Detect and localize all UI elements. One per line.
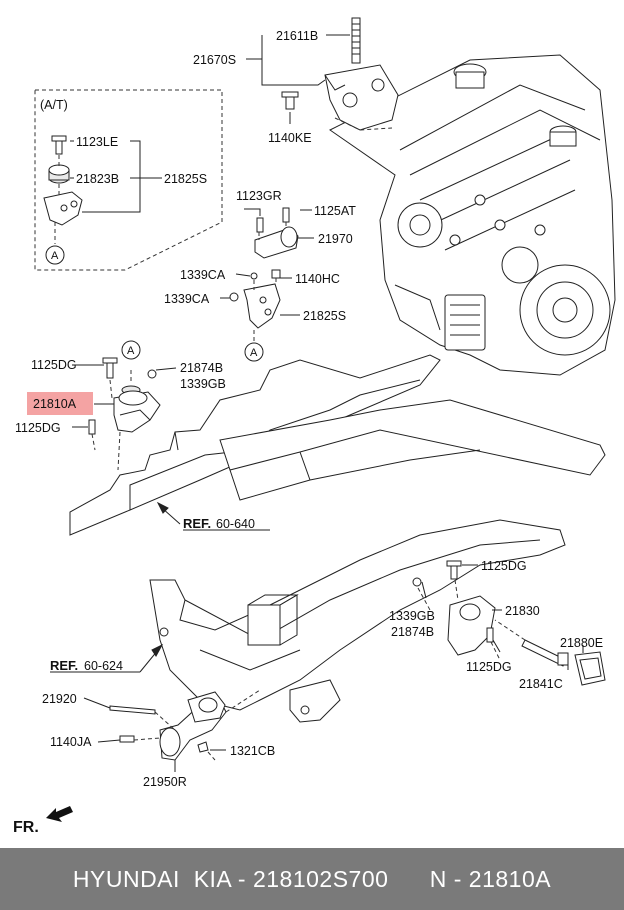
bushing-bracket-21970 <box>229 207 299 342</box>
callout-21880E: 21880E <box>560 636 603 650</box>
callout-21670S: 21670S <box>193 53 236 67</box>
part-number-footer: HYUNDAI KIA - 218102S700 N - 21810A <box>0 848 624 910</box>
ref-label-1-prefix: REF. <box>183 516 211 531</box>
callout-1123GR: 1123GR <box>236 189 282 203</box>
engine-illustration <box>329 54 616 376</box>
callout-1125DG-d: 1125DG <box>466 660 512 674</box>
front-direction-arrow-icon <box>46 806 73 822</box>
callout-1125DG-a: 1125DG <box>31 358 77 372</box>
marker-a-1: A <box>127 345 135 357</box>
at-mount-parts <box>43 135 83 244</box>
callout-21611B: 21611B <box>276 29 318 43</box>
ref-label-2-prefix: REF. <box>50 658 78 673</box>
front-direction-label: FR. <box>13 819 39 836</box>
engine-mount-21810A <box>88 357 161 471</box>
callout-1125DG-b: 1125DG <box>15 421 61 435</box>
subframe-upper <box>69 354 606 536</box>
callout-21841C: 21841C <box>519 677 563 691</box>
callout-1339CA-a: 1339CA <box>180 268 226 282</box>
callout-21874B-a: 21874B <box>180 361 223 375</box>
callout-1123LE: 1123LE <box>76 135 118 149</box>
subframe-lower <box>149 519 566 723</box>
callout-21920: 21920 <box>42 692 77 706</box>
engine-mount-bracket-21670S <box>281 17 399 131</box>
callout-highlight-21810A <box>27 392 93 415</box>
callout-1339GB-a: 1339GB <box>180 377 226 391</box>
footer-text: HYUNDAI KIA - 218102S700 N - 21810A <box>72 865 552 892</box>
callout-21874B-b: 21874B <box>391 625 434 639</box>
callout-21970: 21970 <box>318 232 353 246</box>
callout-21825S-top: 21825S <box>164 172 207 186</box>
transmission-mount-21830 <box>412 560 606 686</box>
marker-a-3: A <box>250 347 258 359</box>
ref-label-2-number: 60-624 <box>84 659 123 673</box>
callout-21823B: 21823B <box>76 172 119 186</box>
callout-1140KE: 1140KE <box>268 131 312 145</box>
callout-1140HC: 1140HC <box>295 272 340 286</box>
marker-a-2: A <box>51 250 59 262</box>
callout-1339GB-b: 1339GB <box>389 609 435 623</box>
callout-21825S-mid: 21825S <box>303 309 346 323</box>
callout-21830: 21830 <box>505 604 540 618</box>
parts-diagram: 21611B 21670S 1140KE (A/T) 1123LE 21823B… <box>13 17 616 836</box>
ref-label-1-number: 60-640 <box>216 517 255 531</box>
callout-21810A: 21810A <box>33 397 77 411</box>
callout-1140JA: 1140JA <box>50 735 92 749</box>
callout-1125AT: 1125AT <box>314 204 356 218</box>
callout-21950R: 21950R <box>143 775 187 789</box>
callout-1339CA-b: 1339CA <box>164 292 210 306</box>
roll-rod-21950R <box>109 689 261 761</box>
at-box-title: (A/T) <box>40 98 68 112</box>
callout-1321CB: 1321CB <box>230 744 275 758</box>
callout-1125DG-c: 1125DG <box>481 559 527 573</box>
